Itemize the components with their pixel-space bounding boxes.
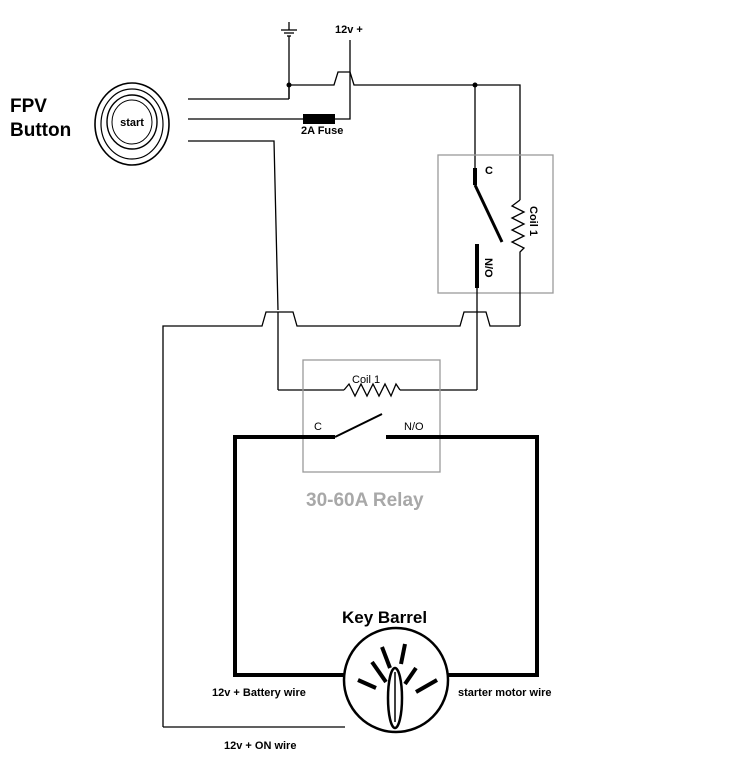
small-relay-coil-icon xyxy=(510,199,526,326)
ground-icon xyxy=(281,22,297,37)
key-barrel-label: Key Barrel xyxy=(342,608,427,627)
small-relay-coil: Coil 1 xyxy=(527,206,539,236)
coil-feed-wire xyxy=(475,84,521,200)
starter-wire-label: starter motor wire xyxy=(458,687,552,699)
on-wire xyxy=(162,311,520,728)
battery-wire-label: 12v + Battery wire xyxy=(212,687,306,699)
button-label: Button xyxy=(10,120,71,141)
twelve-v-label: 12v + xyxy=(335,24,363,36)
fpv-start-button: start xyxy=(94,82,170,166)
big-relay-box xyxy=(302,359,441,473)
big-relay-coil: Coil 1 xyxy=(352,374,380,386)
big-relay-c: C xyxy=(314,421,322,433)
fpv-label: FPV xyxy=(10,96,47,117)
heavy-circuit xyxy=(233,435,539,677)
button-wires xyxy=(188,36,475,311)
big-relay-name: 30-60A Relay xyxy=(306,490,424,511)
big-relay-no: N/O xyxy=(404,421,424,433)
big-relay-coil-icon xyxy=(343,382,401,398)
start-label: start xyxy=(120,117,144,129)
fuse-label: 2A Fuse xyxy=(301,125,343,137)
small-relay-switch xyxy=(473,184,504,243)
small-relay-no: N/O xyxy=(482,258,494,278)
fuse-icon xyxy=(303,114,335,124)
key-barrel-icon xyxy=(342,626,450,734)
big-relay-switch xyxy=(334,413,383,438)
small-relay-box xyxy=(437,154,554,294)
on-wire-label: 12v + ON wire xyxy=(224,740,296,752)
small-relay-c: C xyxy=(485,165,493,177)
